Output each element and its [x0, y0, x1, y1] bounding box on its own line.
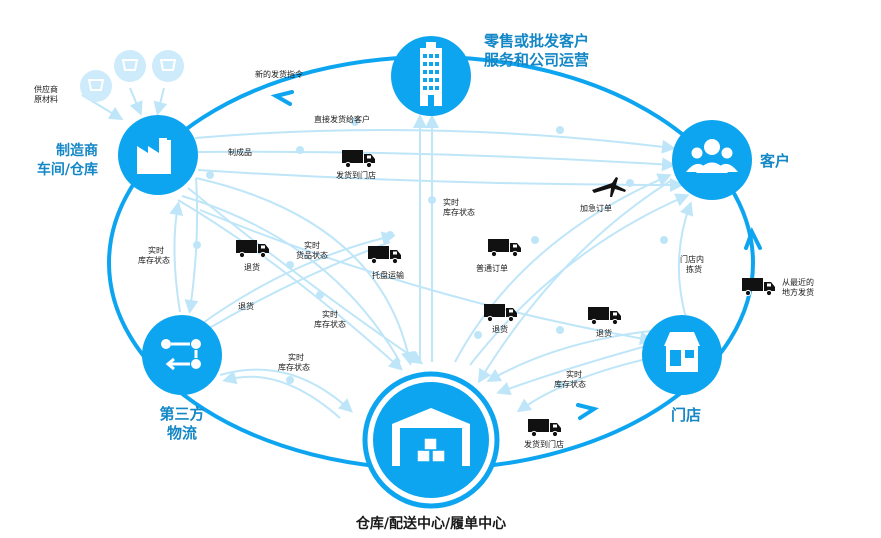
cart-icon — [80, 42, 184, 102]
node-manufacturer: 制造商 车间/仓库 — [37, 115, 198, 195]
inner-connectors — [81, 87, 694, 419]
truck-icon — [488, 238, 522, 257]
label-rt-inventory-br-2: 库存状态 — [554, 379, 586, 389]
label-nearest-ship-2: 地方发货 — [782, 287, 814, 297]
label-return-lower: 退货 — [238, 301, 254, 311]
manufacturer-title-line2: 车间/仓库 — [37, 161, 98, 178]
label-rt-inventory-bl-2: 库存状态 — [278, 362, 310, 372]
node-retail: 零售或批发客户 服务和公司运营 — [391, 32, 589, 116]
third-party-title-line2: 物流 — [167, 424, 197, 442]
label-new-shipping: 新的发货指令 — [255, 69, 303, 79]
warehouse-icon — [392, 408, 470, 466]
label-rt-inventory-center-2: 库存状态 — [443, 207, 475, 217]
label-store-pick-1: 门店内 — [680, 254, 704, 264]
label-rt-inventory-left-2: 库存状态 — [138, 255, 170, 265]
transport-icons — [236, 149, 776, 437]
label-rt-inventory-mid-1: 实时 — [322, 309, 338, 319]
supplier-label-line1: 供应商 — [34, 84, 58, 94]
building-icon — [420, 42, 442, 106]
factory-icon — [137, 138, 171, 174]
flow-labels: 新的发货指令 直接发货给客户 制成品 发货到门店 实时 库存状态 加急订单 实时… — [138, 69, 814, 449]
node-customer: 客户 — [672, 120, 790, 200]
retail-title-line1: 零售或批发客户 — [483, 32, 589, 50]
label-return-right: 退货 — [596, 328, 612, 338]
truck-icon — [528, 418, 562, 437]
label-rt-goods-2: 货品状态 — [296, 250, 328, 260]
node-warehouse: 仓库/配送中心/履单中心 — [355, 371, 506, 532]
label-rt-inventory-mid-2: 库存状态 — [314, 319, 346, 329]
truck-icon — [588, 306, 622, 325]
label-rt-inventory-left-1: 实时 — [148, 245, 164, 255]
label-ship-to-store-bottom: 发货到门店 — [524, 439, 564, 449]
supplier-group: 供应商 原材料 — [34, 42, 184, 104]
label-return-goods-left: 退货 — [244, 262, 260, 272]
label-rt-inventory-center-1: 实时 — [443, 197, 459, 207]
loop-arrow-top — [270, 90, 294, 106]
warehouse-title: 仓库/配送中心/履单中心 — [355, 515, 506, 532]
retail-title-line2: 服务和公司运营 — [484, 51, 589, 69]
label-rt-inventory-bl-1: 实时 — [288, 352, 304, 362]
truck-icon — [236, 239, 270, 258]
label-ship-to-store-top: 发货到门店 — [336, 170, 376, 180]
truck-icon — [368, 245, 402, 264]
connector-dots — [193, 118, 668, 389]
loop-arrow-bottom — [576, 403, 599, 420]
store-title: 门店 — [671, 406, 701, 424]
customer-title: 客户 — [759, 152, 790, 170]
supplier-label-line2: 原材料 — [34, 94, 58, 104]
label-finished-goods: 制成品 — [228, 147, 252, 157]
label-store-pick-2: 拣货 — [686, 264, 702, 274]
label-pallet-transport: 托盘运输 — [372, 270, 404, 280]
label-rt-inventory-br-1: 实时 — [566, 369, 582, 379]
node-store: 门店 — [642, 315, 722, 424]
store-icon — [664, 332, 700, 372]
truck-icon — [742, 277, 776, 296]
flow-icon — [161, 339, 201, 371]
label-expedited-order: 加急订单 — [580, 203, 612, 213]
label-rt-goods-1: 实时 — [304, 240, 320, 250]
node-third-party: 第三方 物流 — [142, 315, 222, 442]
third-party-title-line1: 第三方 — [159, 405, 204, 423]
manufacturer-title-line1: 制造商 — [56, 142, 98, 159]
people-icon — [686, 139, 738, 173]
label-return-mid: 退货 — [492, 324, 508, 334]
airplane-icon — [592, 177, 626, 197]
label-regular-order: 普通订单 — [476, 263, 508, 273]
loop-arrow-right — [744, 227, 762, 250]
label-nearest-ship-1: 从最近的 — [782, 277, 814, 287]
label-direct-ship: 直接发货给客户 — [314, 114, 370, 124]
truck-icon — [484, 303, 518, 322]
